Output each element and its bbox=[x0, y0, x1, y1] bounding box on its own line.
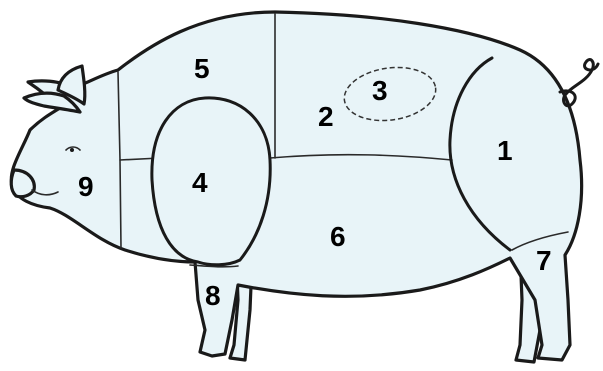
label-cut-7: 7 bbox=[536, 245, 552, 276]
label-cut-6: 6 bbox=[330, 221, 346, 252]
label-cut-4: 4 bbox=[192, 167, 208, 198]
label-cut-8: 8 bbox=[205, 280, 221, 311]
label-cut-5: 5 bbox=[194, 53, 210, 84]
eye-pupil bbox=[70, 148, 74, 152]
label-cut-1: 1 bbox=[497, 135, 513, 166]
pig-body-outline bbox=[11, 12, 581, 360]
shoulder-cut-outline bbox=[152, 98, 270, 265]
label-cut-9: 9 bbox=[78, 171, 94, 202]
label-cut-3: 3 bbox=[372, 75, 388, 106]
label-cut-2: 2 bbox=[318, 101, 334, 132]
